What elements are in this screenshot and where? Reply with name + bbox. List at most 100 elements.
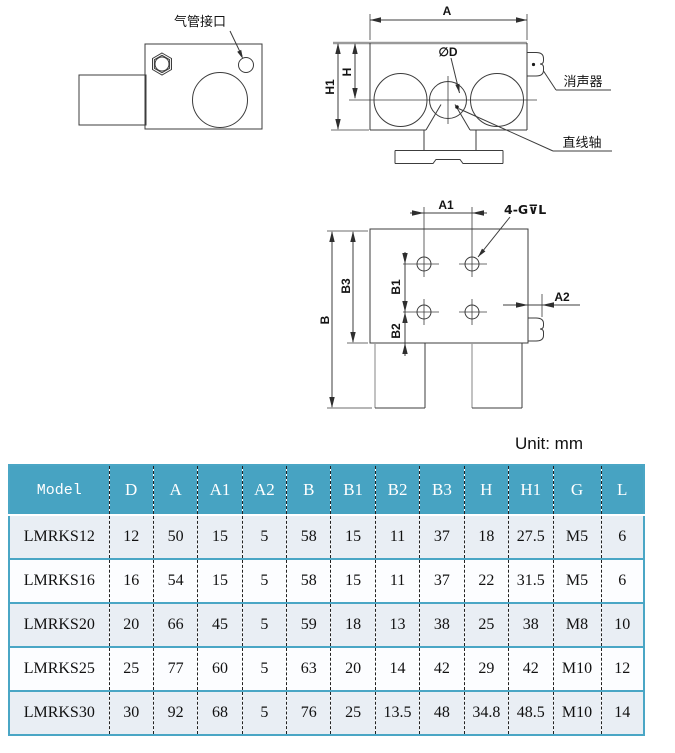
cell-value: 11 <box>374 559 420 603</box>
mount-hole <box>403 299 439 325</box>
cell-value: 12 <box>600 647 644 691</box>
cell-value: 37 <box>419 559 465 603</box>
cell-value: 10 <box>600 603 644 647</box>
cell-model: LMRKS16 <box>23 572 95 589</box>
cell-value: 29 <box>463 647 509 691</box>
shaft-circle <box>429 81 467 119</box>
cell-value: 12 <box>108 515 154 559</box>
col-header-a2: A2 <box>241 465 287 515</box>
hex-nut-bore <box>154 56 170 72</box>
cell-model: LMRKS25 <box>23 660 95 677</box>
mount-hole <box>459 299 487 325</box>
unit-label: Unit: mm <box>515 434 583 453</box>
bore-circle <box>192 72 248 128</box>
cell-value: 15 <box>330 559 376 603</box>
cell-value: M10 <box>552 691 601 735</box>
cell-value: 6 <box>600 559 644 603</box>
cell-value: 13 <box>374 603 420 647</box>
cell-value: M8 <box>552 603 601 647</box>
hex-nut-inner <box>153 54 171 74</box>
arrowhead <box>329 397 335 408</box>
arrowhead <box>370 17 381 23</box>
dim-label-a1: A1 <box>438 198 454 212</box>
col-header-a: A <box>152 465 198 515</box>
cell-value: 22 <box>463 559 509 603</box>
cell-value: 20 <box>330 647 376 691</box>
muffler-shape <box>528 317 544 342</box>
cell-value: 25 <box>330 691 376 735</box>
cell-value: 5 <box>241 515 287 559</box>
arrowhead <box>402 301 408 312</box>
arrowhead <box>402 253 408 264</box>
cell-model: LMRKS12 <box>23 528 95 545</box>
col-header-h: H <box>463 465 509 515</box>
cell-value: 59 <box>286 603 331 647</box>
cell-model: LMRKS20 <box>23 616 95 633</box>
cell-value: 68 <box>197 691 243 735</box>
leader-dot <box>531 62 536 67</box>
table-row: LMRKS16 16 54 15 5 58 15 11 37 22 31.5 M… <box>9 559 644 603</box>
dim-label-b2: B2 <box>389 323 403 339</box>
cell-value: 18 <box>463 515 509 559</box>
cell-value: 42 <box>419 647 465 691</box>
col-header-b1: B1 <box>330 465 376 515</box>
cell-value: 54 <box>152 559 198 603</box>
mount-hole <box>459 251 487 277</box>
side-view-drawing: 气管接口 <box>78 14 263 130</box>
cell-value: 50 <box>152 515 198 559</box>
arrowhead <box>335 43 341 54</box>
cell-value: 18 <box>330 603 376 647</box>
notch-slant <box>454 104 471 131</box>
dim-label-a: A <box>443 4 452 18</box>
col-header-l: L <box>600 465 644 515</box>
dim-label-b1: B1 <box>389 279 403 295</box>
air-port-hole <box>238 57 254 73</box>
cell-value: 48.5 <box>508 691 553 735</box>
cell-value: 25 <box>108 647 154 691</box>
dim-label-d: ∅D <box>438 45 457 59</box>
arrowhead <box>516 17 527 23</box>
cell-value: 58 <box>286 559 331 603</box>
dimension-table: Model D A A1 A2 B B1 B2 B3 H H1 G L LMRK… <box>8 464 645 736</box>
leader-arrowhead <box>237 49 243 59</box>
arrowhead <box>335 119 341 130</box>
dim-label-b: B <box>318 315 332 324</box>
leader-arrowhead <box>478 248 486 257</box>
col-header-b3: B3 <box>419 465 465 515</box>
col-header-b: B <box>286 465 331 515</box>
thread-note-label: 4-G⊽L <box>504 202 546 217</box>
cell-value: M5 <box>552 515 601 559</box>
cell-value: 13.5 <box>374 691 420 735</box>
cell-value: 38 <box>419 603 465 647</box>
arrowhead <box>412 210 424 216</box>
arrowhead <box>350 332 356 343</box>
cell-value: 63 <box>286 647 331 691</box>
cell-value: 15 <box>197 559 243 603</box>
right-bushing-circle <box>470 73 524 127</box>
cell-value: 66 <box>152 603 198 647</box>
cell-value: 77 <box>152 647 198 691</box>
arrowhead <box>329 231 335 242</box>
cell-model: LMRKS30 <box>23 704 95 721</box>
cell-value: 31.5 <box>508 559 553 603</box>
cell-value: 30 <box>108 691 154 735</box>
cell-value: 42 <box>508 647 553 691</box>
dim-label-b3: B3 <box>339 278 353 294</box>
base-bottom-edge <box>395 159 503 164</box>
cell-value: 34.8 <box>463 691 509 735</box>
air-port-label: 气管接口 <box>174 14 226 29</box>
col-header-g: G <box>552 465 601 515</box>
notch-slant <box>425 104 442 131</box>
leader-line <box>543 70 557 91</box>
arrowhead <box>350 231 356 242</box>
leader-line <box>458 108 554 152</box>
muffler-shape <box>527 52 544 77</box>
cell-value: 58 <box>286 515 331 559</box>
cell-value: 76 <box>286 691 331 735</box>
col-header-h1: H1 <box>508 465 553 515</box>
cell-value: 27.5 <box>508 515 553 559</box>
arrowhead <box>472 210 484 216</box>
cell-value: M5 <box>552 559 601 603</box>
arrowhead <box>352 88 358 99</box>
